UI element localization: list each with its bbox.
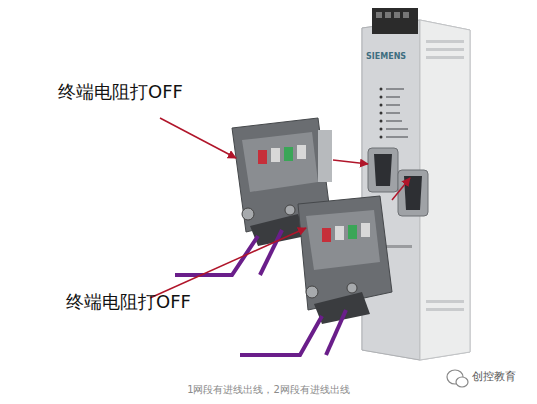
watermark-icon xyxy=(447,370,468,387)
watermark-text: 创控教育 xyxy=(472,369,516,384)
bus-cable xyxy=(175,230,282,275)
leader-arrow xyxy=(150,118,410,298)
repeater-device xyxy=(362,8,470,360)
bus-connector xyxy=(298,196,392,324)
callout-text: 终端电阻打OFF xyxy=(58,80,183,104)
bus-cable xyxy=(240,310,346,355)
callout-text: 终端电阻打OFF xyxy=(66,290,191,314)
caption: 1网段有进线出线，2网段有进线出线 xyxy=(0,383,537,397)
brand-logo: SIEMENS xyxy=(366,52,406,61)
